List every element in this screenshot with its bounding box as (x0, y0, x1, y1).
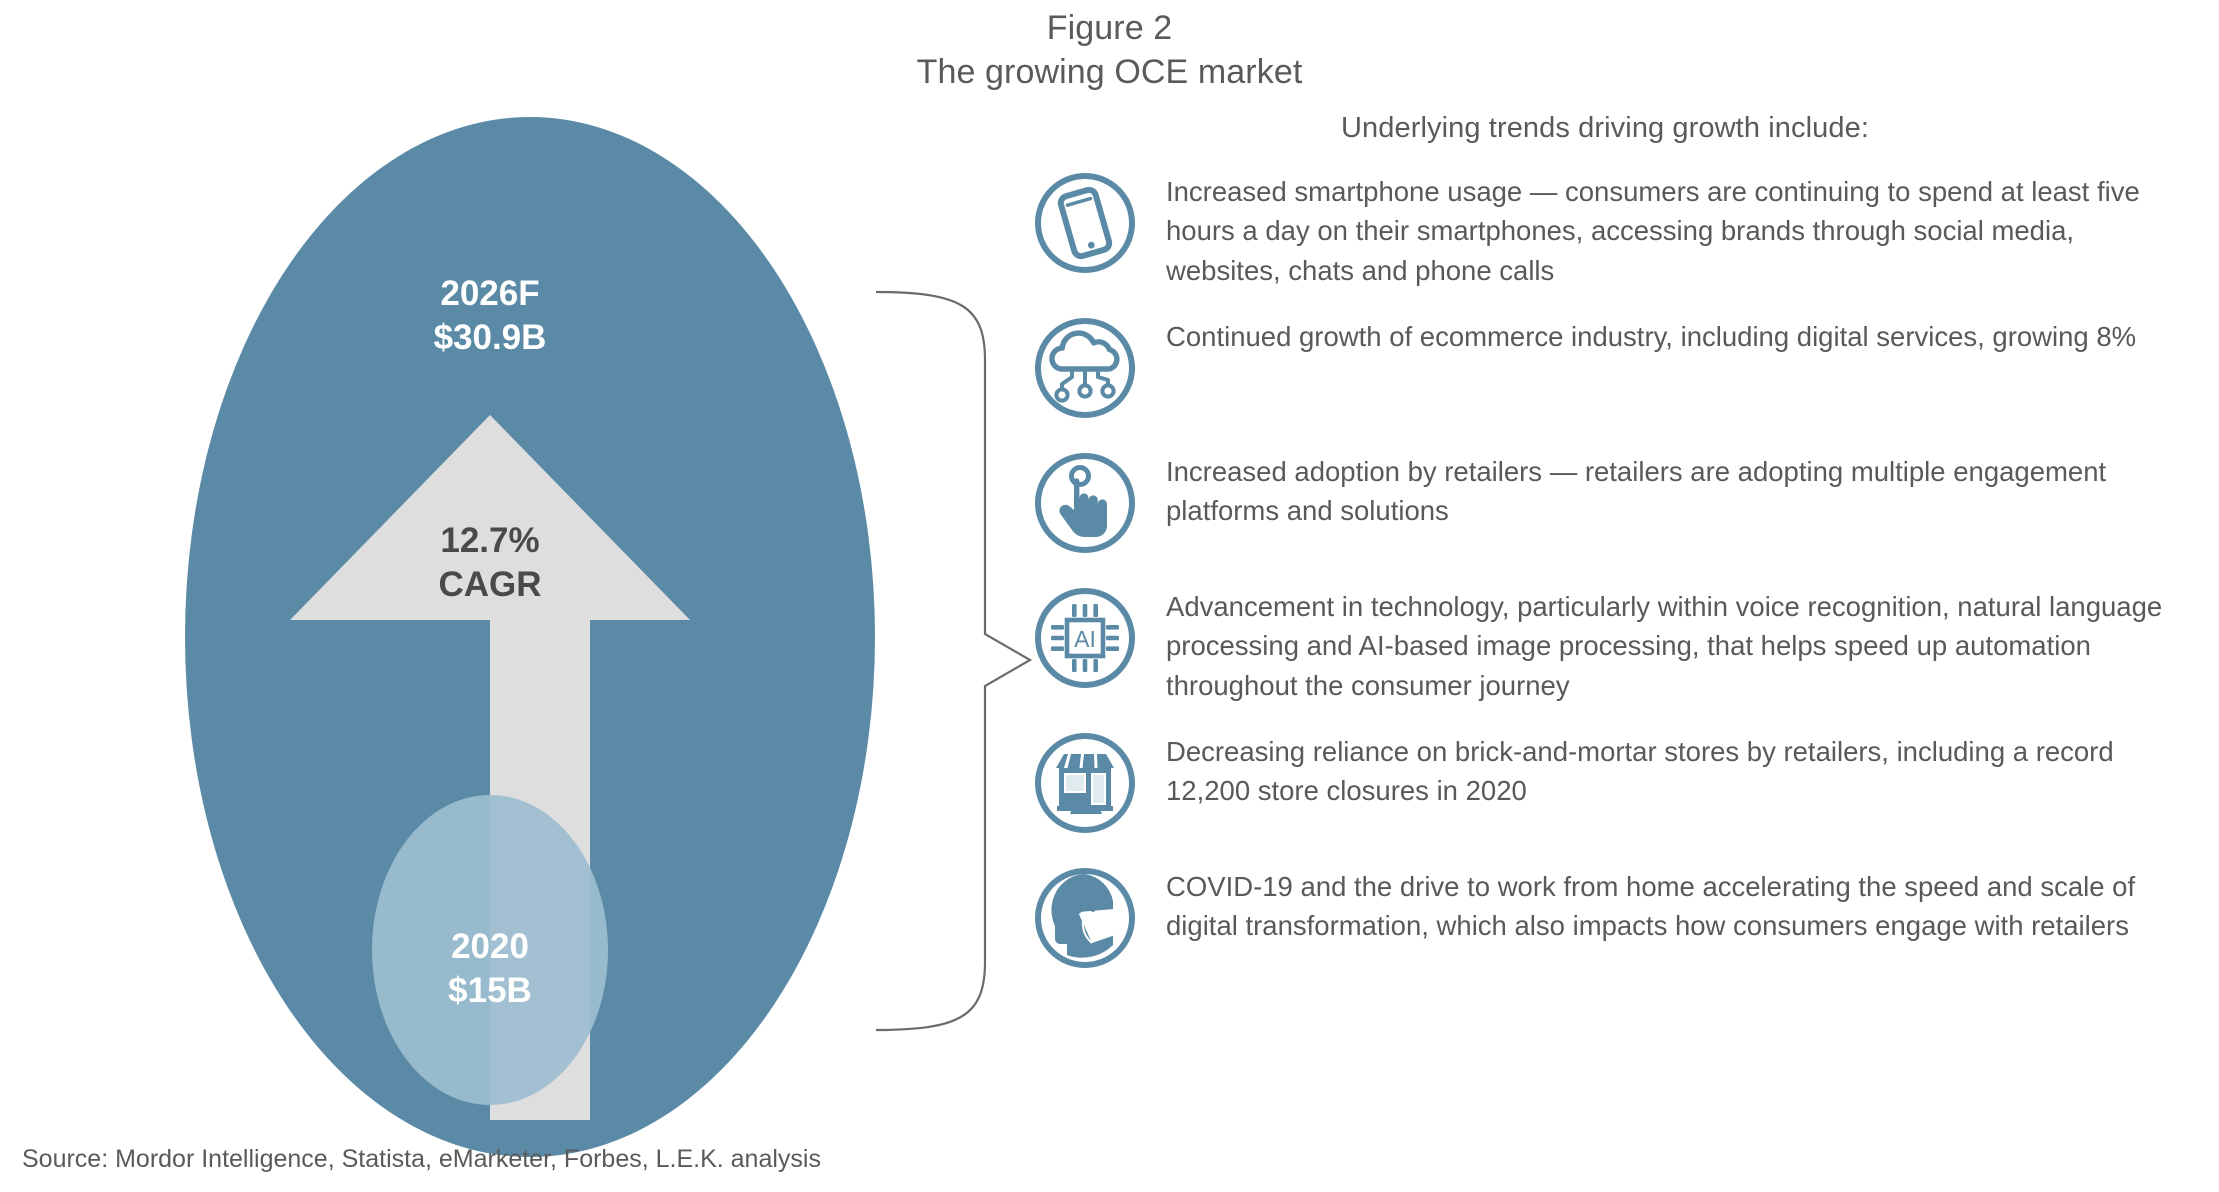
trends-panel: Underlying trends driving growth include… (1030, 0, 2219, 1192)
trends-heading: Underlying trends driving growth include… (1341, 112, 1869, 144)
figure-subtitle: The growing OCE market (916, 53, 1303, 92)
source-note: Source: Mordor Intelligence, Statista, e… (22, 1145, 821, 1173)
figure-title: Figure 2 The growing OCE market (0, 6, 2219, 94)
future-year-label: 2026F (440, 274, 539, 313)
list-item: Decreasing reliance on brick-and-mortar … (1030, 728, 2219, 840)
figure-number: Figure 2 (1046, 9, 1173, 47)
ai-chip-icon: AI (1030, 583, 1140, 693)
trend-text: Increased smartphone usage — consumers a… (1166, 176, 2140, 286)
trend-text: COVID-19 and the drive to work from home… (1166, 870, 2136, 942)
list-item: Continued growth of ecommerce industry, … (1030, 313, 2219, 425)
cagr-metric-label: CAGR (438, 565, 541, 604)
trend-text: Advancement in technology, particularly … (1166, 590, 2163, 701)
list-item: AI Advancement in technology, particular… (1030, 583, 2219, 705)
trends-list: Increased smartphone usage — consumers a… (1030, 168, 2219, 998)
storefront-icon (1030, 728, 1140, 838)
trend-text: Decreasing reliance on brick-and-mortar … (1166, 735, 2114, 807)
market-growth-visual: 2026F $30.9B 12.7% CAGR 2020 $15B (0, 0, 1033, 1192)
brace-connector (875, 290, 1033, 1032)
future-value-label: $30.9B (434, 318, 547, 357)
cagr-rate-label: 12.7% (440, 521, 539, 560)
svg-text:AI: AI (1074, 626, 1096, 652)
list-item: COVID-19 and the drive to work from home… (1030, 863, 2219, 975)
face-mask-icon (1030, 863, 1140, 973)
trend-text: Increased adoption by retailers — retail… (1166, 455, 2107, 527)
tap-hand-icon (1030, 448, 1140, 558)
list-item: Increased smartphone usage — consumers a… (1030, 168, 2219, 290)
smartphone-icon (1030, 168, 1140, 278)
trend-text: Continued growth of ecommerce industry, … (1166, 320, 2137, 352)
list-item: Increased adoption by retailers — retail… (1030, 448, 2219, 560)
cloud-network-icon (1030, 313, 1140, 423)
base-value-label: $15B (448, 971, 532, 1010)
base-year-label: 2020 (451, 927, 529, 966)
base-market-ellipse (372, 795, 608, 1105)
